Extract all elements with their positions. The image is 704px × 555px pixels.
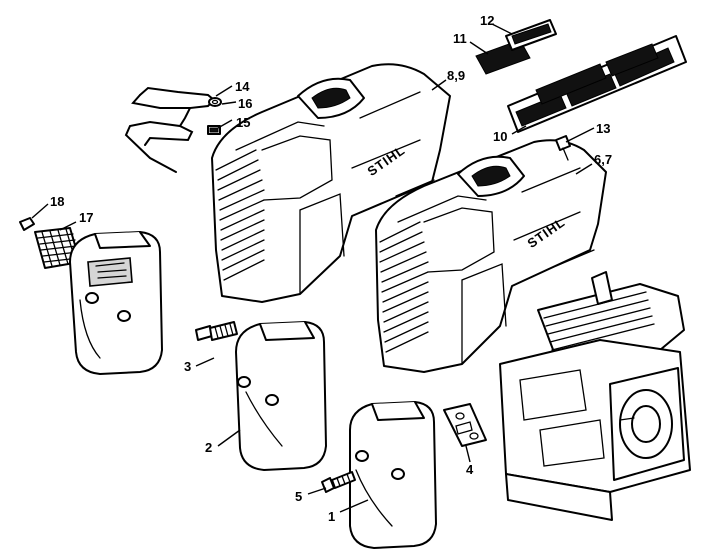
muffler-middle-part bbox=[235, 321, 327, 471]
muffler-upper-left-part bbox=[69, 231, 163, 375]
callout-11: 11 bbox=[453, 31, 467, 46]
stud-bolt-part bbox=[195, 321, 238, 341]
callout-8-9: 8,9 bbox=[447, 68, 465, 83]
decal-12-part bbox=[505, 19, 557, 51]
muffler-lower-part bbox=[349, 401, 437, 549]
small-screw-part bbox=[207, 125, 221, 135]
callout-2: 2 bbox=[205, 440, 212, 455]
washer-part bbox=[208, 97, 222, 107]
callout-13: 13 bbox=[596, 121, 610, 136]
callout-15: 15 bbox=[236, 115, 250, 130]
shroud-upper-part: STIHL bbox=[211, 63, 451, 303]
callout-1: 1 bbox=[328, 509, 335, 524]
callout-12: 12 bbox=[480, 13, 494, 28]
leader-lines bbox=[31, 23, 595, 513]
callout-14: 14 bbox=[235, 79, 250, 94]
screw-13-part bbox=[555, 135, 571, 161]
callout-17: 17 bbox=[79, 210, 93, 225]
shroud-lower-part: STIHL bbox=[375, 139, 607, 373]
callout-3: 3 bbox=[184, 359, 191, 374]
screw-18-part bbox=[19, 217, 35, 231]
gasket-part bbox=[443, 403, 487, 447]
callout-6-7: 6,7 bbox=[594, 152, 612, 167]
decal-sheet-part bbox=[507, 35, 687, 133]
callout-10: 10 bbox=[493, 129, 507, 144]
callout-18: 18 bbox=[50, 194, 64, 209]
callout-5: 5 bbox=[295, 489, 302, 504]
callout-16: 16 bbox=[238, 96, 252, 111]
wire-clip-part bbox=[124, 86, 216, 173]
callout-4: 4 bbox=[466, 462, 474, 477]
engine-block-part bbox=[499, 271, 691, 521]
callouts: 1 2 3 4 5 6,7 8,9 10 11 12 13 14 15 16 1… bbox=[50, 13, 612, 524]
